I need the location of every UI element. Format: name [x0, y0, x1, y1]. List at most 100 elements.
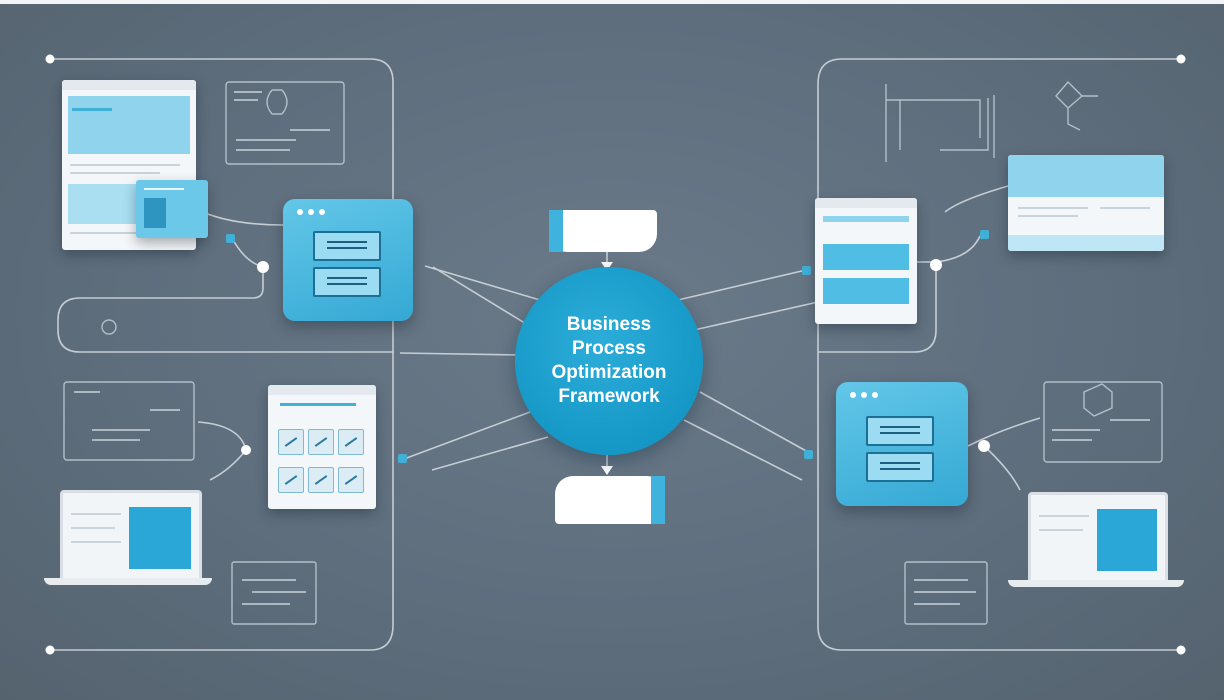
frame-node-tl — [45, 54, 55, 64]
laptop-screen-left — [60, 490, 202, 582]
window-dots-icon — [850, 392, 878, 398]
window-dots-icon — [297, 209, 325, 215]
link-dash-right — [944, 185, 1009, 213]
outline-text-lines-4 — [242, 579, 306, 605]
process-panel-left — [283, 199, 413, 321]
screen-panel — [1097, 509, 1157, 571]
top-edge — [0, 0, 1224, 4]
spoke-3 — [399, 352, 521, 356]
spoke-9 — [683, 419, 803, 481]
junction-node-right-low — [978, 440, 990, 452]
task-grid-card — [268, 385, 376, 509]
flowchart-block-icon — [266, 89, 288, 115]
window-bar — [815, 198, 917, 208]
frame-right-line — [817, 58, 1181, 651]
text-line — [70, 164, 180, 166]
outline-text-lines-2 — [74, 391, 180, 441]
spoke-6 — [677, 269, 807, 301]
search-bar — [280, 403, 356, 406]
outline-panel-top-left — [225, 81, 345, 165]
chart-area — [68, 96, 190, 154]
cube-icon — [1083, 383, 1113, 417]
frame-left-line — [50, 58, 394, 651]
hub-title: Business Process Optimization Framework — [551, 314, 667, 407]
outline-text-lines-1 — [234, 91, 330, 151]
outline-panel-mid-right — [1043, 381, 1163, 463]
check-icon-3 — [338, 429, 364, 455]
link-card-node-right — [914, 235, 981, 263]
loop-left-line — [57, 267, 393, 353]
outline-schema-top-right — [885, 84, 995, 162]
check-icon-5 — [308, 467, 334, 493]
text-line — [71, 513, 121, 515]
junction-node-left — [257, 261, 269, 273]
text-line — [1100, 207, 1150, 209]
process-panel-right — [836, 382, 968, 506]
spoke-8 — [699, 391, 809, 453]
link-laptop-right — [983, 445, 1021, 491]
dashboard-card-top-right — [1008, 155, 1164, 251]
spoke-1 — [424, 265, 541, 301]
chart-icon — [72, 108, 112, 111]
junction-node-left-low — [241, 445, 251, 455]
text-line — [70, 232, 170, 234]
flow-stripe — [651, 476, 665, 524]
spoke-5 — [431, 436, 549, 471]
text-line — [1018, 215, 1078, 217]
process-box-2 — [313, 267, 381, 297]
flow-block-top — [549, 210, 657, 252]
spoke-7 — [693, 301, 819, 331]
network-nodes-icon — [1055, 80, 1098, 131]
outline-text-lines-5 — [914, 579, 976, 605]
connector-chip-4 — [804, 450, 813, 459]
frame-node-bl — [45, 645, 55, 655]
connector-chip-3 — [802, 266, 811, 275]
laptop-base-right — [1008, 580, 1184, 587]
spoke-4 — [403, 411, 531, 460]
check-icon-4 — [278, 467, 304, 493]
text-line — [1039, 515, 1089, 517]
text-line — [71, 527, 115, 529]
link-schema-right — [967, 417, 1041, 447]
check-icon-2 — [308, 429, 334, 455]
flow-stripe — [549, 210, 563, 252]
link-laptop-left — [209, 449, 247, 481]
window-bar — [62, 80, 196, 90]
spoke-2 — [432, 266, 529, 326]
check-icon-6 — [338, 467, 364, 493]
footer-strip — [1008, 235, 1164, 251]
flow-block-bottom — [555, 476, 665, 524]
text-line — [1039, 529, 1083, 531]
list-card-right — [815, 198, 917, 324]
loop-right-line — [818, 265, 937, 353]
list-row-1 — [823, 244, 909, 270]
link-card-node-left — [231, 237, 264, 268]
central-hub: Business Process Optimization Framework — [515, 267, 703, 455]
window-bar — [268, 385, 376, 395]
text-line — [1018, 207, 1088, 209]
arrow-down-icon — [601, 262, 613, 271]
chart-bar — [144, 198, 166, 228]
list-row-2 — [823, 278, 909, 304]
link-card-panel-left — [197, 209, 284, 226]
connector-chip-2 — [398, 454, 407, 463]
junction-node-right — [930, 259, 942, 271]
frame-node-tr — [1176, 54, 1186, 64]
check-icon — [278, 429, 304, 455]
laptop-base-left — [44, 578, 212, 585]
process-box-4 — [866, 452, 934, 482]
connector-chip-1 — [226, 234, 235, 243]
text-line — [70, 172, 160, 174]
ring-icon — [101, 319, 117, 335]
laptop-screen-right — [1028, 492, 1168, 584]
outline-panel-bottom-left — [231, 561, 317, 625]
chat-bubble-card — [136, 180, 208, 238]
outline-text-lines-3 — [1052, 419, 1150, 441]
outline-panel-mid-left — [63, 381, 195, 461]
link-schema-left — [197, 421, 247, 451]
connector-chip-5 — [980, 230, 989, 239]
text-line — [144, 188, 184, 190]
info-block — [68, 184, 138, 224]
